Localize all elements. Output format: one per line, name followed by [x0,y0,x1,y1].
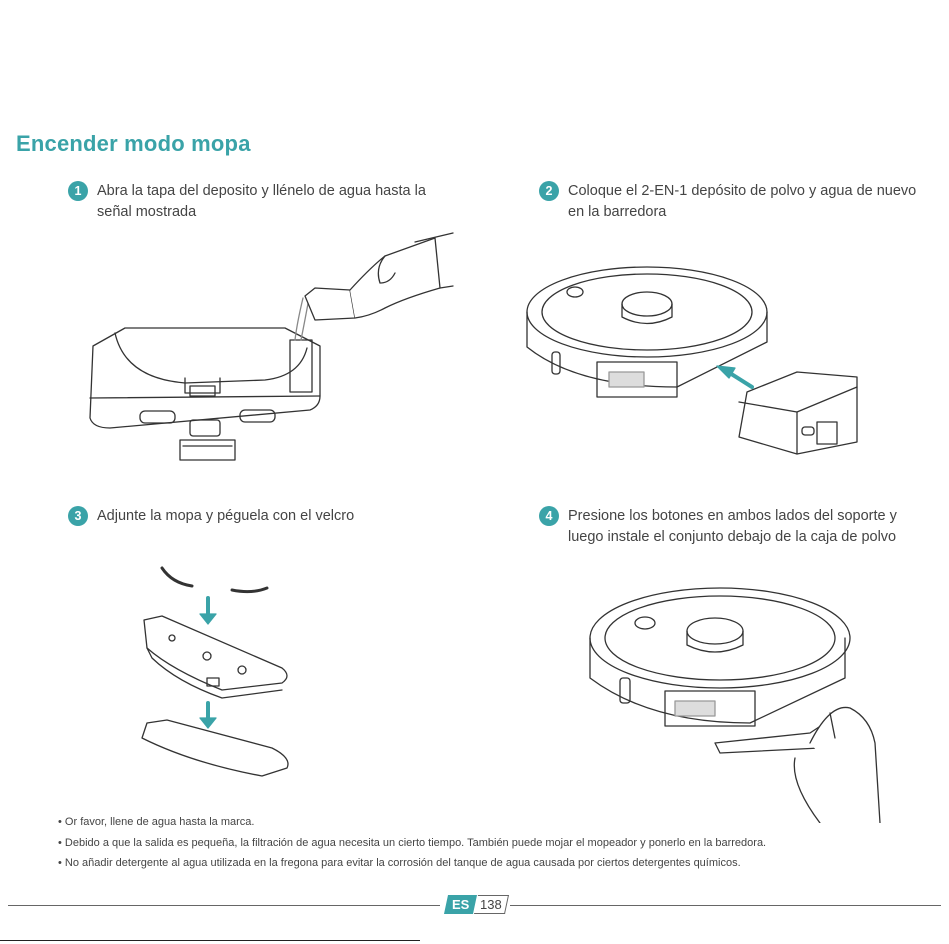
step-1-badge: 1 [68,181,88,201]
language-badge: ES [443,895,478,914]
mop-attach-illustration [141,566,289,777]
mop-install-illustration [589,587,881,823]
footer-divider-right [510,905,941,906]
step-2: 2 Coloque el 2-EN-1 depósito de polvo y … [539,181,929,223]
note-item: Debido a que la salida es pequeña, la fi… [58,833,938,854]
page-title: Encender modo mopa [16,131,251,156]
step-3-text: Adjunte la mopa y péguela con el velcro [97,508,355,524]
robot-dock-illustration [526,266,858,455]
step-1: 1 Abra la tapa del deposito y llénelo de… [68,181,448,223]
step-1-text: Abra la tapa del deposito y llénelo de a… [97,183,426,220]
note-item: No añadir detergente al agua utilizada e… [58,853,938,874]
water-tank-illustration [89,232,454,461]
footer-divider-left [8,905,440,906]
step-4-text: Presione los botones en ambos lados del … [568,508,897,545]
step-2-text: Coloque el 2-EN-1 depósito de polvo y ag… [568,183,917,220]
notes-list: Or favor, llene de agua hasta la marca. … [58,812,938,874]
step-2-badge: 2 [539,181,559,201]
page-number-tag: ES 138 [443,895,510,914]
page-number: 138 [474,895,510,914]
step-3: 3 Adjunte la mopa y péguela con el velcr… [68,506,448,527]
bottom-rule [0,940,420,941]
step-4: 4 Presione los botones en ambos lados de… [539,506,929,548]
step-4-badge: 4 [539,506,559,526]
note-item: Or favor, llene de agua hasta la marca. [58,812,938,833]
step-3-badge: 3 [68,506,88,526]
